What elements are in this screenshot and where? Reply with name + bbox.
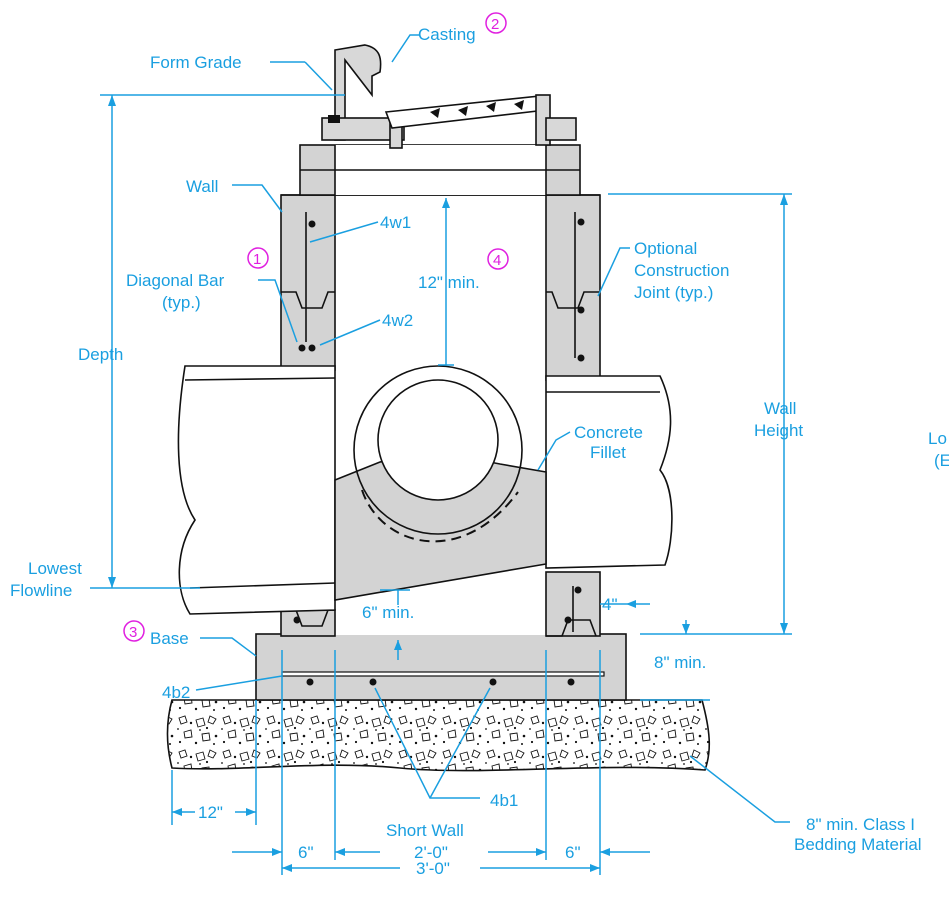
three-foot-label: 3'-0" <box>416 859 450 878</box>
four-inch-label: 4" <box>602 595 618 614</box>
cutoff-label-2: (E <box>934 451 949 470</box>
pipe-opening-inner <box>377 379 499 501</box>
optional-joint-label-3: Joint (typ.) <box>634 283 713 302</box>
diagonal-bar-typ-label: (typ.) <box>162 293 201 312</box>
right-wall <box>545 194 601 381</box>
bar-4w2-label: 4w2 <box>382 311 413 330</box>
cutoff-label-1: Lo <box>928 429 947 448</box>
lowest-flowline-label-2: Flowline <box>10 581 72 600</box>
pipe-opening-outer <box>353 365 523 535</box>
bar-4b1-label: 4b1 <box>490 791 518 810</box>
concrete-fillet-label-1: Concrete <box>574 423 643 442</box>
six-inch-left-label: 6" <box>298 843 314 862</box>
right-pipe <box>545 375 673 569</box>
diagonal-bar-label: Diagonal Bar <box>126 271 225 290</box>
bar-4w1-label: 4w1 <box>380 213 411 232</box>
wall-height-label-2: Height <box>754 421 803 440</box>
left-pipe <box>177 365 336 615</box>
callouts: 2 1 4 3 <box>123 12 509 642</box>
six-min-label: 6" min. <box>362 603 414 622</box>
twelve-min-label: 12" min. <box>418 273 480 292</box>
left-wall <box>280 194 336 371</box>
concrete-fillet-label-2: Fillet <box>590 443 626 462</box>
callout-4: 4 <box>493 252 501 269</box>
wall-height-label-1: Wall <box>764 399 796 418</box>
labels: Form Grade Casting Wall 4w1 4w2 Diagonal… <box>10 25 949 878</box>
eight-min-label: 8" min. <box>654 653 706 672</box>
bar-4b2-label: 4b2 <box>162 683 190 702</box>
callout-3: 3 <box>129 624 137 641</box>
two-foot-label: 2'-0" <box>414 843 448 862</box>
casting <box>321 44 577 149</box>
callout-1: 1 <box>253 251 261 268</box>
depth-label: Depth <box>78 345 123 364</box>
form-grade-label: Form Grade <box>150 53 242 72</box>
optional-joint-label-2: Construction <box>634 261 729 280</box>
twelve-inch-label: 12" <box>198 803 223 822</box>
base-slab <box>255 633 627 701</box>
dimension-lines <box>90 34 792 875</box>
short-wall-label: Short Wall <box>386 821 464 840</box>
casting-label: Casting <box>418 25 476 44</box>
bedding-label-1: 8" min. Class I <box>806 815 915 834</box>
base-label: Base <box>150 629 189 648</box>
wall-label: Wall <box>186 177 218 196</box>
bedding-material <box>166 699 711 772</box>
lowest-flowline-label-1: Lowest <box>28 559 82 578</box>
six-inch-right-label: 6" <box>565 843 581 862</box>
callout-2: 2 <box>491 16 499 33</box>
bedding-label-2: Bedding Material <box>794 835 922 854</box>
optional-joint-label-1: Optional <box>634 239 697 258</box>
